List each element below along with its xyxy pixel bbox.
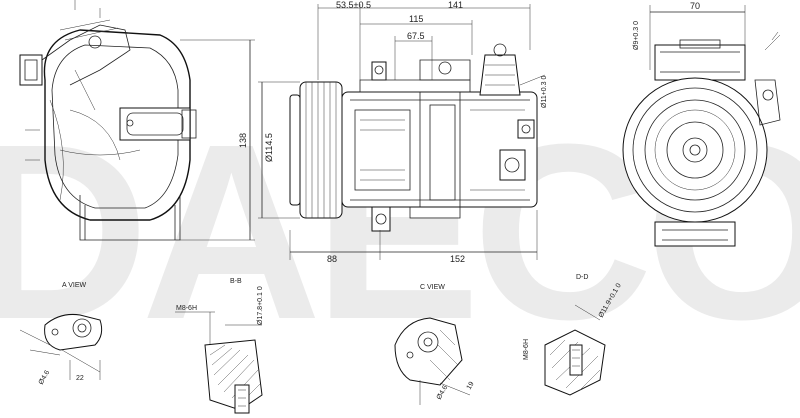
- right-end-view: 70 Ø9+0.3 0: [622, 1, 781, 247]
- dim-53-5: 53.5±0.5: [336, 0, 371, 10]
- view-a-label: A VIEW: [62, 282, 87, 289]
- thread-m8-a: M8-6H: [176, 305, 197, 312]
- dim-phi4-6-a: Ø4.6: [38, 369, 52, 386]
- dim-phi17-8: Ø17.8+0.1 0: [257, 286, 264, 325]
- dim-19: 19: [466, 381, 476, 391]
- thread-m8-b: M8-6H: [523, 339, 530, 360]
- dim-phi9: Ø9+0.3 0: [633, 21, 640, 50]
- dim-152: 152: [450, 254, 465, 264]
- dim-114-5: Ø114.5: [264, 133, 274, 162]
- view-d-label: D-D: [576, 274, 588, 281]
- view-c-label: C VIEW: [420, 284, 445, 291]
- detail-b-section: M8-6H Ø17.8+0.1 0: [175, 286, 264, 414]
- dim-22: 22: [76, 375, 84, 382]
- center-front-view: 53.5±0.5 141 115 67.5 Ø114.5: [258, 0, 548, 264]
- dim-phi4-6-b: Ø4.6: [436, 384, 450, 401]
- dim-141: 141: [448, 0, 463, 10]
- dim-phi11: Ø11+0.3 0: [541, 76, 548, 108]
- left-side-view: 138: [19, 0, 255, 241]
- view-b-label: B-B: [230, 278, 242, 285]
- dim-138: 138: [238, 133, 248, 148]
- dim-67-5: 67.5: [407, 31, 425, 41]
- dim-115: 115: [409, 14, 423, 24]
- dim-70: 70: [690, 1, 700, 11]
- dim-88: 88: [327, 254, 337, 264]
